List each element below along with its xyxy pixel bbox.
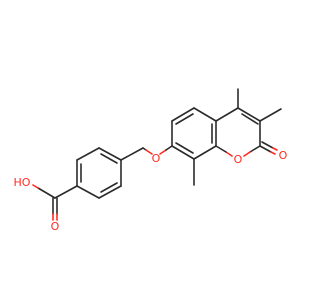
bond (171, 107, 195, 122)
bond (54, 185, 78, 199)
bond (272, 147, 278, 151)
bond (98, 147, 122, 161)
bond (270, 151, 276, 155)
bond (225, 151, 233, 157)
pyranone-ring: O (215, 107, 261, 166)
bond (159, 149, 167, 155)
coumarin-benzene-ring (171, 107, 217, 160)
bond (76, 147, 100, 161)
bond (100, 182, 118, 193)
bond (261, 141, 274, 149)
benzoic-acid-ring (76, 147, 122, 199)
bond (100, 153, 118, 164)
hydroxyl-label: HO (14, 176, 31, 189)
bond (215, 145, 227, 153)
bond (193, 107, 217, 122)
bond (98, 185, 122, 199)
bond (175, 142, 194, 154)
bond (241, 113, 259, 125)
ring-oxygen-label: O (234, 153, 243, 166)
bond (243, 151, 251, 157)
ether-oxygen-label: O (152, 152, 161, 165)
bond (32, 184, 39, 189)
bond (249, 145, 261, 153)
bond (237, 107, 261, 122)
bond (120, 147, 144, 161)
bond (37, 187, 56, 199)
bond (76, 185, 100, 199)
carboxylic-acid-group: HO O (14, 176, 78, 233)
bond (171, 145, 195, 160)
lactone-oxygen-label: O (279, 149, 288, 162)
carbonyl-oxygen-label: O (51, 220, 60, 233)
lactone-carbonyl: O (259, 141, 288, 162)
bond (215, 107, 239, 122)
bond (175, 113, 194, 125)
bond (193, 145, 217, 160)
methylene-ether-linker: O (120, 145, 173, 165)
methyl-bond (259, 108, 282, 122)
bond (145, 149, 153, 155)
molecule-structure: HO O O O (14, 88, 288, 233)
bond (259, 145, 272, 153)
bond (165, 145, 173, 151)
